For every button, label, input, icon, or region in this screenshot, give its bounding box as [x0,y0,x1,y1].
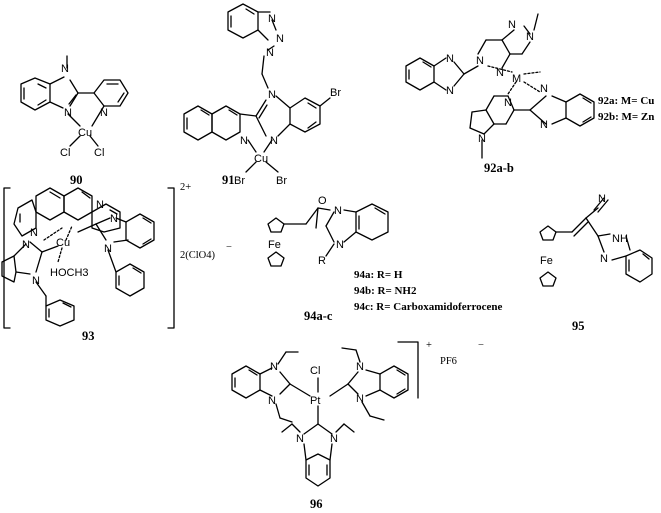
compound-95-bonds [539,197,653,287]
atom-92-n1: N [446,53,454,65]
atom-96-cl: Cl [310,365,320,377]
atom-90-n3: N [100,107,108,119]
atom-90-cu: Cu [78,127,92,139]
compound-90: N N N Cu Cl Cl 90 [20,55,129,187]
counterion-charge-93: − [226,242,232,253]
note-92b: 92b: M= Zn [598,111,654,123]
atom-92-n3: N [476,55,484,67]
atom-92-n6: N [508,19,516,31]
atom-91-br2: Br [234,175,245,187]
caption-94: 94a-c [304,309,333,323]
atom-94-o: O [318,195,327,207]
atom-90-n2: N [64,107,72,119]
counterion-93: 2(ClO4) [180,250,216,261]
atom-91-n5: N [270,135,278,147]
atom-93-n6: N [32,275,40,287]
counterion-charge-96: − [478,340,484,351]
atom-94-fe: Fe [268,239,281,251]
caption-96: 96 [310,497,323,511]
atom-93-hoch3: HOCH3 [50,267,89,279]
atom-96-n2: N [268,395,276,407]
atom-92-n5: N [526,31,534,43]
atom-96-n5: N [296,433,304,445]
atom-91-br1: Br [330,87,341,99]
caption-92: 92a-b [484,161,514,175]
atom-93-n3: N [110,213,118,225]
atom-96-n6: N [330,433,338,445]
atom-95-fe: Fe [540,255,553,267]
atom-92-n8: N [540,119,548,131]
atom-93-cu: Cu [56,237,70,249]
atom-92-n10: N [478,133,486,145]
compound-92-bonds [405,13,595,159]
atom-94-r: R [318,255,326,267]
compound-94-bonds [267,203,389,267]
counterion-96: PF6 [440,356,457,367]
atom-95-n1: N [598,193,606,205]
charge-96: + [426,340,432,351]
atom-93-n4: N [104,243,112,255]
atom-96-n1: N [270,361,278,373]
atom-94-n2: N [336,239,344,251]
compound-95: N Fe NH N 95 [539,193,653,333]
caption-95: 95 [572,319,585,333]
compound-93-bonds [1,187,175,329]
atom-96-n4: N [356,393,364,405]
note-92a: 92a: M= Cu [598,95,654,107]
atom-91-n4: N [268,89,276,101]
caption-91: 91 [222,173,235,187]
caption-93: 93 [82,329,95,343]
compound-93: N N Cu N N N N HOCH3 2+ 2(ClO4) − 93 [1,182,232,343]
atom-93-n2: N [96,199,104,211]
compound-94: O N Fe N R 94a: R= H 94b: R= NH2 94c: R=… [267,195,503,323]
atom-92-n4: N [496,67,504,79]
compound-96-bonds [231,341,419,487]
atom-93-n1: N [30,227,38,239]
atom-90-n1: N [61,63,69,75]
atom-93-n5: N [22,239,30,251]
atom-91-cu: Cu [254,153,268,165]
atom-96-pt: Pt [310,395,320,407]
compound-91-bonds [183,3,331,173]
atom-95-nh: NH [612,233,628,245]
atom-91-n3: N [266,47,274,59]
atom-91-n6: N [240,135,248,147]
compound-92: N N N N N N M N N N N 92a: M= Cu 92b: M=… [405,13,654,175]
note-94b: 94b: R= NH2 [354,285,417,297]
atom-90-cl2: Cl [94,147,104,159]
atom-91-n1: N [268,13,276,25]
caption-90: 90 [70,173,83,187]
charge-93: 2+ [180,182,191,193]
note-94a: 94a: R= H [354,269,403,281]
atom-90-cl1: Cl [60,147,70,159]
compound-96: N N Cl N N Pt N N + PF6 − 96 [231,340,484,511]
atom-91-n2: N [276,33,284,45]
compound-90-bonds [20,55,129,147]
atom-92-n9: N [504,97,512,109]
compound-91: N N N N N N Br Cu Br Br 91 [183,3,341,187]
atom-92-metal: M [512,73,521,85]
atom-96-n3: N [356,361,364,373]
atom-91-br3: Br [276,175,287,187]
atom-92-n2: N [446,85,454,97]
atom-94-n1: N [334,205,342,217]
note-94c: 94c: R= Carboxamidoferrocene [354,301,503,313]
atom-92-n7: N [540,83,548,95]
atom-95-n2: N [600,253,608,265]
